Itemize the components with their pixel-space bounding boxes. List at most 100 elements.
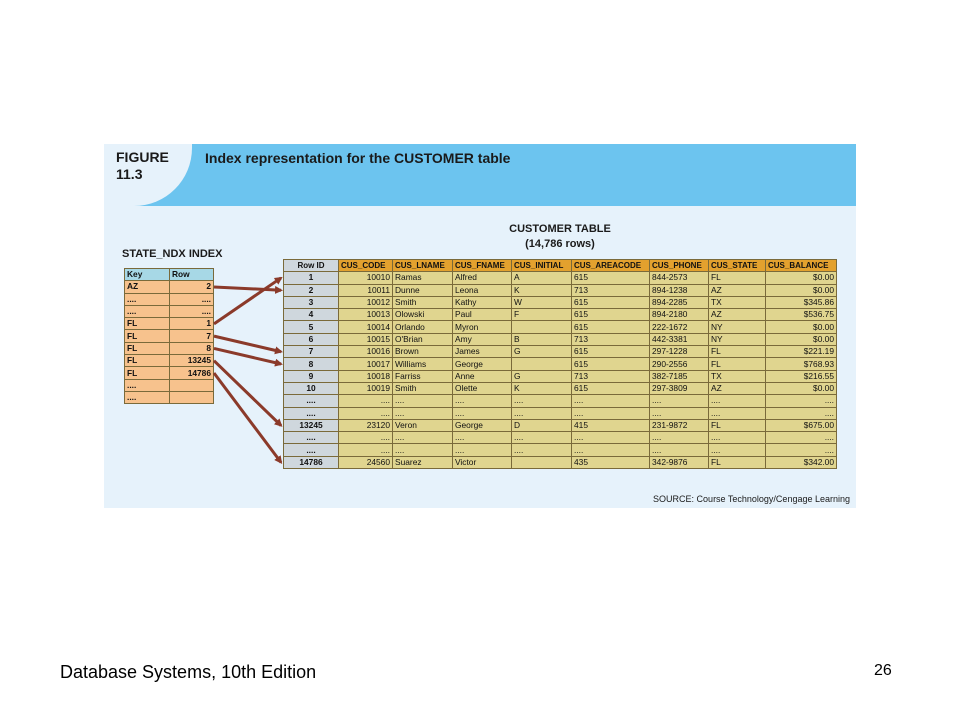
table-cell: TX (708, 295, 766, 310)
table-cell: 10017 (338, 357, 393, 371)
table-cell: NY (708, 320, 766, 334)
table-cell: $221.19 (765, 345, 837, 359)
table-cell: .... (708, 431, 766, 445)
table-cell: James (452, 345, 512, 359)
row-id-cell: 13245 (283, 418, 339, 433)
table-cell: Amy (452, 332, 512, 347)
row-id-cell: 10 (283, 381, 339, 396)
row-id-cell: 1 (283, 271, 339, 285)
table-cell: Suarez (392, 455, 453, 470)
page-number: 26 (874, 662, 892, 679)
footer-book-title: Database Systems, 10th Edition (60, 662, 317, 682)
table-cell: .... (571, 443, 650, 457)
table-cell: 615 (571, 320, 650, 334)
figure-11-3: FIGURE 11.3 Index representation for the… (104, 144, 856, 508)
table-cell: AZ (708, 381, 766, 396)
table-cell: 713 (571, 283, 650, 297)
table-cell: 10019 (338, 381, 393, 396)
row-id-cell: .... (283, 431, 339, 445)
table-cell: Olowski (392, 308, 453, 322)
index-row-cell: .... (169, 304, 214, 319)
table-row: .................................... (283, 406, 837, 420)
table-cell: $345.86 (765, 295, 837, 310)
table-cell: 894-2180 (649, 308, 709, 322)
index-row-cell: 7 (169, 329, 214, 343)
table-cell: G (511, 369, 572, 383)
table-cell: .... (571, 406, 650, 420)
index-key-cell: FL (124, 354, 170, 368)
table-cell: 297-1228 (649, 345, 709, 359)
row-id-cell: 2 (283, 283, 339, 297)
row-id-cell: 8 (283, 357, 339, 371)
row-id-cell: 7 (283, 345, 339, 359)
table-cell: .... (649, 431, 709, 445)
index-header-row: Key Row (124, 267, 214, 282)
table-cell: 24560 (338, 455, 393, 470)
table-row: .................................... (283, 394, 837, 408)
table-cell: 10013 (338, 308, 393, 322)
pointer-arrow (213, 346, 283, 367)
table-cell: .... (452, 394, 512, 408)
table-cell: .... (708, 394, 766, 408)
table-cell: .... (649, 394, 709, 408)
table-cell: 615 (571, 357, 650, 371)
index-key-cell: FL (124, 366, 170, 380)
table-cell: O'Brian (392, 332, 453, 347)
table-cell: 10016 (338, 345, 393, 359)
table-cell: .... (452, 443, 512, 457)
table-cell: 844-2573 (649, 271, 709, 285)
index-row: ........ (124, 292, 214, 306)
table-cell: K (511, 381, 572, 396)
table-cell: Myron (452, 320, 512, 334)
table-cell: .... (708, 406, 766, 420)
table-cell: $0.00 (765, 381, 837, 396)
table-cell: B (511, 332, 572, 347)
index-row-cell: .... (169, 292, 214, 306)
figure-label: FIGURE 11.3 (116, 149, 169, 183)
index-row-cell: 14786 (169, 366, 214, 380)
index-row: .... (124, 378, 214, 392)
table-cell: 415 (571, 418, 650, 433)
table-cell: F (511, 308, 572, 322)
index-key-cell: .... (124, 378, 170, 392)
table-row: .................................... (283, 431, 837, 445)
table-cell: .... (338, 431, 393, 445)
table-cell: $0.00 (765, 283, 837, 297)
table-cell: .... (392, 406, 453, 420)
index-key-cell: FL (124, 341, 170, 356)
row-id-cell: 6 (283, 332, 339, 347)
row-id-cell: 3 (283, 295, 339, 310)
table-cell (511, 320, 572, 334)
index-key-cell: FL (124, 317, 170, 331)
customer-table-title-line2: (14,786 rows) (525, 238, 595, 250)
table-cell: A (511, 271, 572, 285)
table-cell: Leona (452, 283, 512, 297)
table-cell: 894-2285 (649, 295, 709, 310)
table-cell: Kathy (452, 295, 512, 310)
row-id-cell: 14786 (283, 455, 339, 470)
table-cell: 713 (571, 332, 650, 347)
table-cell: 10012 (338, 295, 393, 310)
customer-header-cus-fname: CUS_FNAME (452, 258, 512, 273)
table-cell: .... (511, 431, 572, 445)
index-row-cell (169, 390, 214, 405)
table-cell: .... (392, 394, 453, 408)
table-cell: 10015 (338, 332, 393, 347)
table-cell: .... (571, 394, 650, 408)
table-cell: $342.00 (765, 455, 837, 470)
index-row: .... (124, 390, 214, 405)
table-cell: 231-9872 (649, 418, 709, 433)
table-cell: 10018 (338, 369, 393, 383)
table-cell: .... (392, 431, 453, 445)
table-cell: D (511, 418, 572, 433)
table-cell: Anne (452, 369, 512, 383)
